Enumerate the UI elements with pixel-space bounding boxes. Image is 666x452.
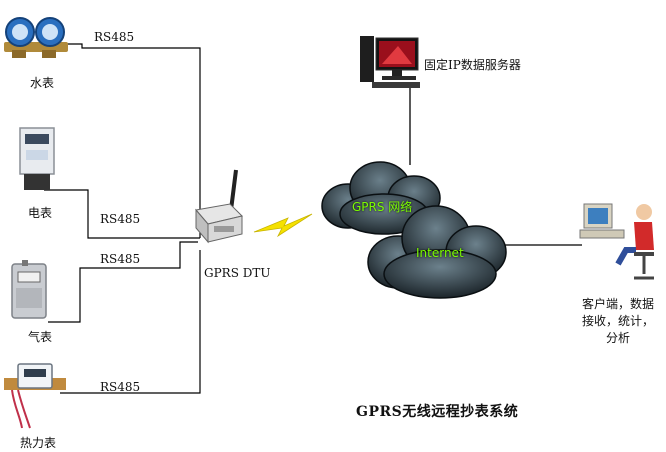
client-label-line-2: 接收，统计， <box>581 314 654 328</box>
diagram-title: GPRS无线远程抄表系统 <box>356 404 519 420</box>
water-meter-label: 水表 <box>30 76 55 90</box>
electric-meter-icon <box>19 127 55 190</box>
rs485-label-water: RS485 <box>94 30 135 44</box>
rs485-label-electric: RS485 <box>100 212 141 226</box>
internet-label: Internet <box>416 246 464 260</box>
client-label-line-1: 客户端，数据 <box>581 297 654 311</box>
gprs-dtu-label: GPRS DTU <box>204 266 271 280</box>
heat-meter-label: 热力表 <box>20 436 57 450</box>
gprs-network-label: GPRS 网络 <box>352 200 413 214</box>
gprs-cloud-icon <box>321 161 441 235</box>
rs485-label-gas: RS485 <box>100 252 141 266</box>
wireless-bolt-icon <box>253 213 313 238</box>
client-label-line-3: 分析 <box>605 331 630 345</box>
internet-cloud-icon <box>367 205 507 299</box>
wire-water <box>60 43 201 238</box>
water-meter-icon <box>4 17 68 58</box>
wire-gas <box>48 241 198 323</box>
server-computer-icon <box>360 36 420 88</box>
rs485-label-heat: RS485 <box>100 380 141 394</box>
wire-electric <box>44 189 200 239</box>
client-workstation-icon <box>579 203 654 280</box>
gas-meter-icon <box>11 260 47 319</box>
wire-heat <box>60 250 201 394</box>
heat-meter-icon <box>4 363 66 429</box>
electric-meter-label: 电表 <box>28 206 53 220</box>
gprs-dtu-icon <box>195 169 243 244</box>
client-label: 客户端，数据 接收，统计， 分析 <box>572 296 664 347</box>
server-label: 固定IP数据服务器 <box>424 58 521 72</box>
gas-meter-label: 气表 <box>28 330 53 344</box>
